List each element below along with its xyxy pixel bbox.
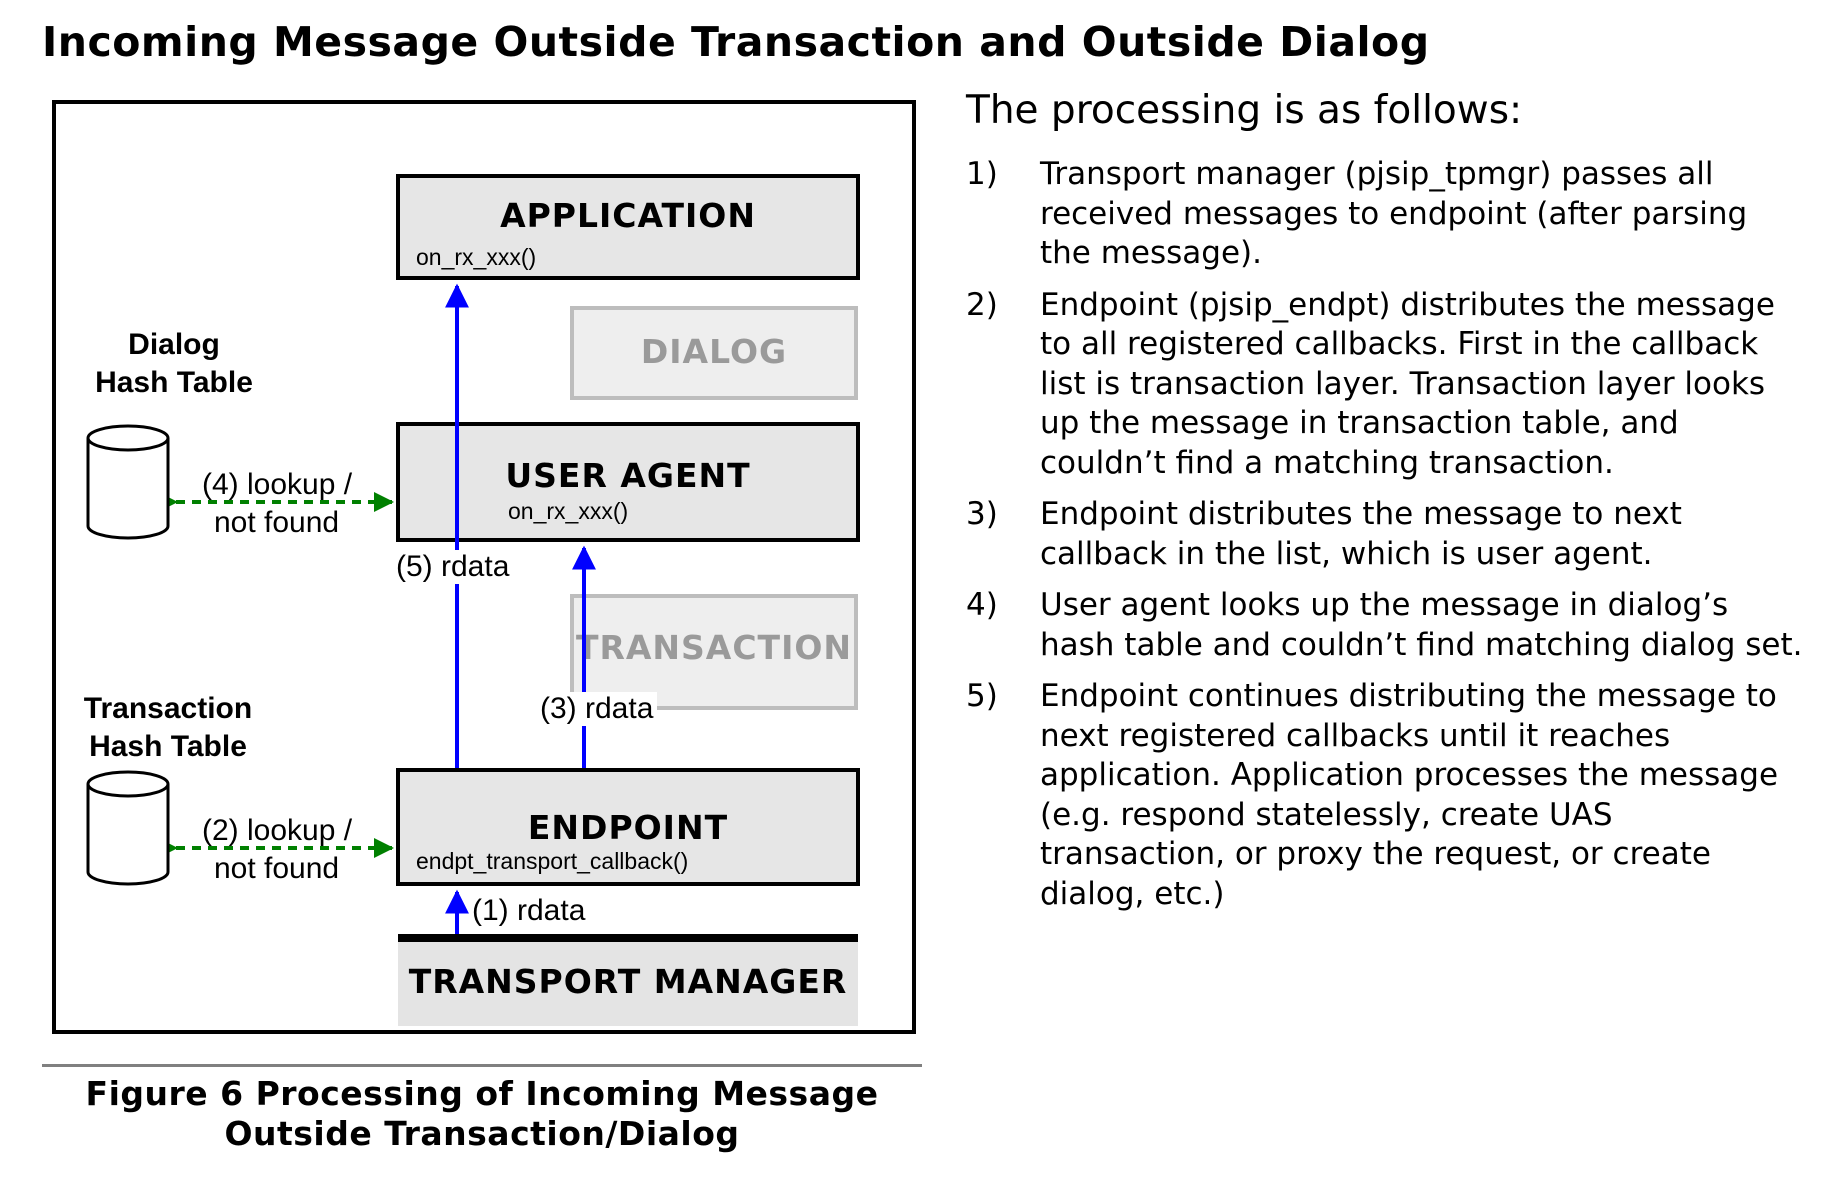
step-text: Transport manager (pjsip_tpmgr) passes a… xyxy=(1040,156,1748,271)
step-text: User agent looks up the message in dialo… xyxy=(1040,587,1803,663)
description-intro: The processing is as follows: xyxy=(966,88,1523,133)
application-box: APPLICATION on_rx_xxx() xyxy=(396,174,860,280)
endpoint-box: ENDPOINT endpt_transport_callback() xyxy=(396,768,860,886)
processing-description: The processing is as follows: 1) Transpo… xyxy=(966,88,1806,926)
rdata-1-label: (1) rdata xyxy=(472,894,586,927)
transaction-box-title: TRANSACTION xyxy=(575,628,853,667)
user-agent-box-title: USER AGENT xyxy=(505,456,751,495)
rdata-5-label: (5) rdata xyxy=(394,550,512,584)
application-callback: on_rx_xxx() xyxy=(416,244,537,270)
dialog-box: DIALOG xyxy=(570,306,858,400)
user-agent-box: USER AGENT on_rx_xxx() xyxy=(396,422,860,542)
transport-manager-bar xyxy=(398,934,858,942)
transport-manager-box: TRANSPORT MANAGER xyxy=(398,942,858,1026)
lookup-4-label-a: (4) lookup / xyxy=(202,468,353,501)
dialog-hash-cylinder-icon xyxy=(86,424,170,540)
step-number: 3) xyxy=(966,496,998,532)
dialog-hash-label-line1: Dialog xyxy=(128,328,220,361)
caption-rule xyxy=(42,1064,922,1067)
transport-manager-title: TRANSPORT MANAGER xyxy=(408,962,848,1001)
step-number: 5) xyxy=(966,678,998,714)
step-text: Endpoint distributes the message to next… xyxy=(1040,496,1682,572)
step-5: 5) Endpoint continues distributing the m… xyxy=(966,677,1806,914)
transaction-box: TRANSACTION xyxy=(570,594,858,710)
page-title: Incoming Message Outside Transaction and… xyxy=(42,18,1430,66)
step-4: 4) User agent looks up the message in di… xyxy=(966,586,1806,665)
transaction-hash-label-line2: Hash Table xyxy=(89,730,247,763)
step-number: 1) xyxy=(966,156,998,192)
step-number: 4) xyxy=(966,587,998,623)
lookup-2-label-a: (2) lookup / xyxy=(202,814,353,847)
dialog-hash-label-line2: Hash Table xyxy=(95,366,253,399)
step-3: 3) Endpoint distributes the message to n… xyxy=(966,495,1806,574)
step-number: 2) xyxy=(966,286,998,323)
figure-caption-line1: Figure 6 Processing of Incoming Message xyxy=(85,1074,879,1113)
lookup-4-label-b: not found xyxy=(214,506,340,539)
dialog-box-title: DIALOG xyxy=(640,332,788,371)
application-box-title: APPLICATION xyxy=(500,196,756,235)
figure-caption-line2: Outside Transaction/Dialog xyxy=(224,1114,740,1153)
figure-caption: Figure 6 Processing of Incoming Message … xyxy=(42,1074,922,1154)
user-agent-callback: on_rx_xxx() xyxy=(508,498,629,524)
rdata-3-label: (3) rdata xyxy=(536,692,658,726)
step-text: Endpoint (pjsip_endpt) distributes the m… xyxy=(1040,286,1775,481)
step-2: 2) Endpoint (pjsip_endpt) distributes th… xyxy=(966,286,1806,484)
endpoint-box-title: ENDPOINT xyxy=(527,808,729,847)
endpoint-callback: endpt_transport_callback() xyxy=(416,848,689,874)
transaction-hash-label-line1: Transaction xyxy=(83,692,253,725)
transaction-hash-cylinder-icon xyxy=(86,770,170,886)
step-text: Endpoint continues distributing the mess… xyxy=(1040,678,1779,912)
lookup-2-label-b: not found xyxy=(214,852,340,885)
step-1: 1) Transport manager (pjsip_tpmgr) passe… xyxy=(966,155,1806,274)
